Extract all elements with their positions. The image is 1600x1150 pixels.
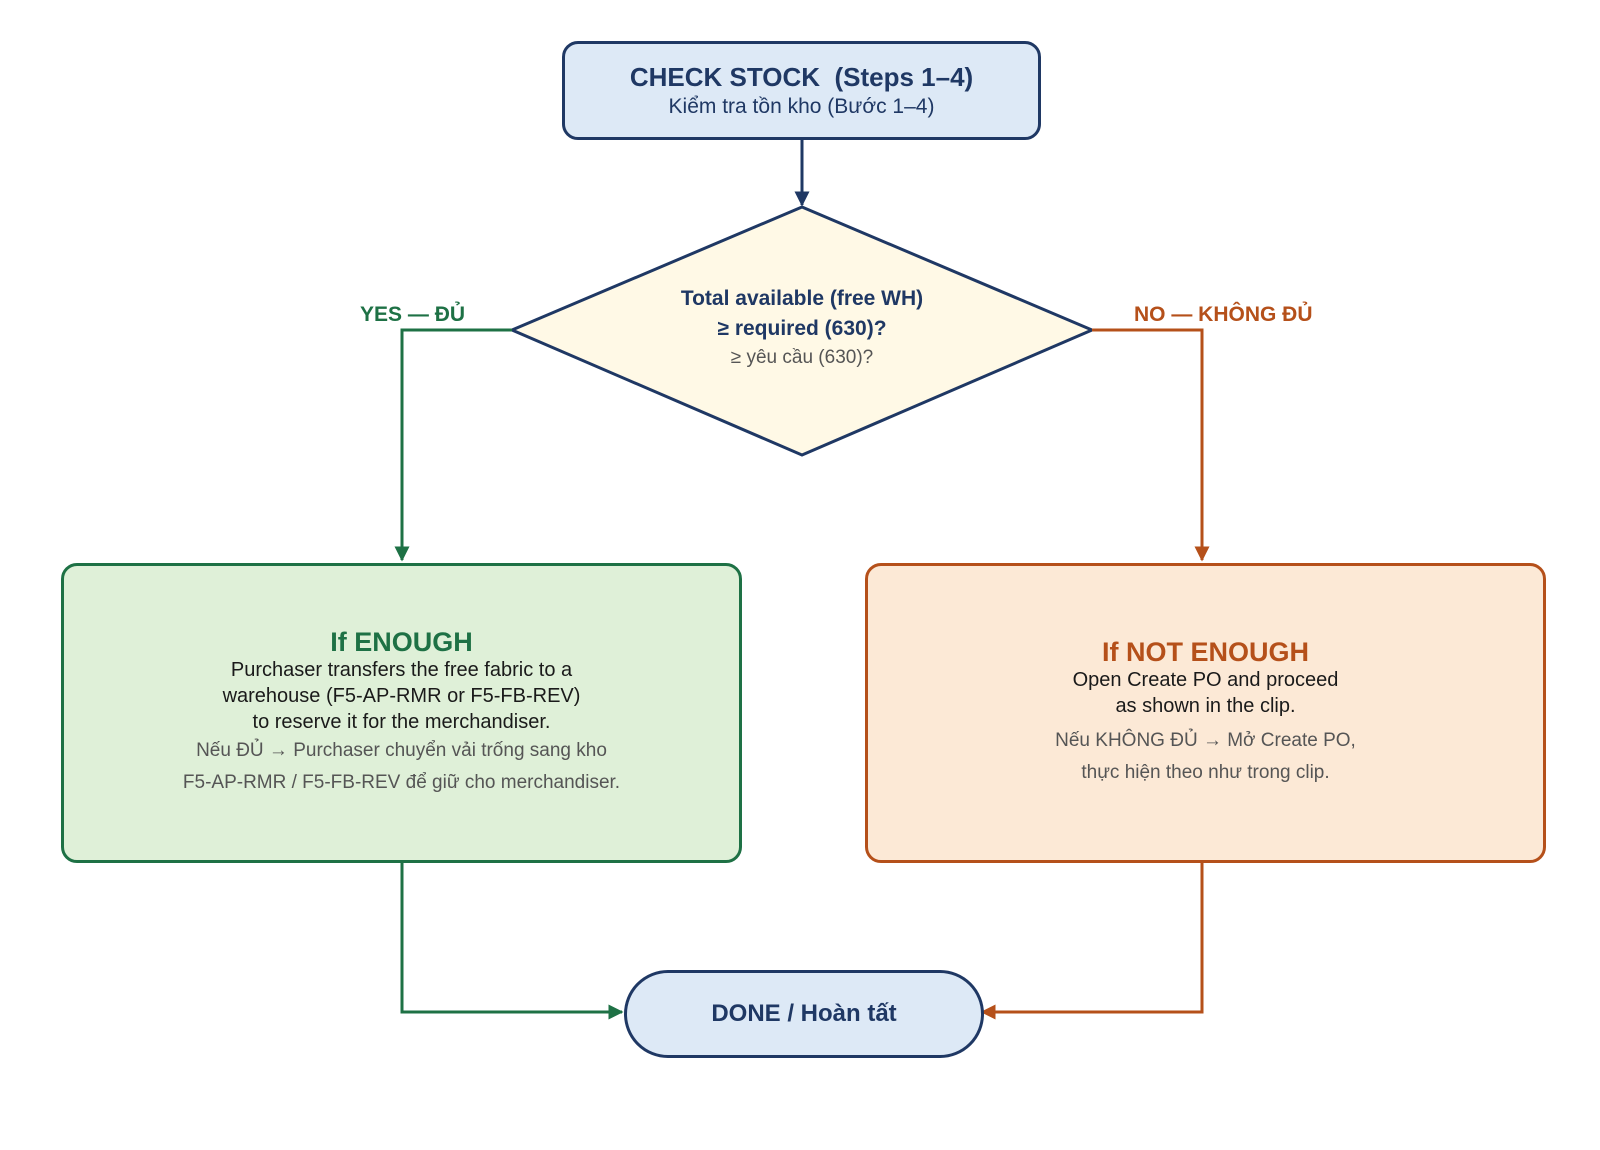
- decision-text: Total available (free WH) ≥ required (63…: [612, 278, 992, 378]
- check-stock-subtitle: Kiểm tra tồn kho (Bước 1–4): [668, 94, 935, 118]
- arrow-enough-to-done: [400, 861, 624, 1020]
- arrow-no-branch: [1092, 328, 1210, 562]
- check-stock-box: CHECK STOCK (Steps 1–4) Kiểm tra tồn kho…: [562, 41, 1041, 140]
- not-enough-title: If NOT ENOUGH: [1102, 637, 1309, 667]
- not-enough-box: If NOT ENOUGH Open Create PO and proceed…: [865, 563, 1546, 863]
- decision-line-3: ≥ yêu cầu (630)?: [730, 347, 874, 368]
- enough-body-line-2: warehouse (F5-AP-RMR or F5-FB-REV): [222, 685, 581, 707]
- decision-line-2: ≥ required (630)?: [717, 317, 887, 340]
- not-enough-body-line-2: as shown in the clip.: [1115, 695, 1296, 717]
- check-stock-title: CHECK STOCK (Steps 1–4): [629, 61, 974, 92]
- no-branch-label: NO — KHÔNG ĐỦ: [1134, 303, 1313, 326]
- arrow-not-enough-to-done: [980, 861, 1204, 1020]
- enough-box: If ENOUGH Purchaser transfers the free f…: [61, 563, 742, 863]
- not-enough-note-line-1: Nếu KHÔNG ĐỦ → Mở Create PO,: [1055, 730, 1356, 751]
- not-enough-note-line-2: thực hiện theo như trong clip.: [1081, 762, 1330, 783]
- done-label: DONE / Hoàn tất: [711, 1000, 897, 1027]
- done-box: DONE / Hoàn tất: [624, 970, 984, 1058]
- yes-branch-label: YES — ĐỦ: [360, 303, 466, 326]
- decision-line-1: Total available (free WH): [680, 287, 924, 310]
- enough-title: If ENOUGH: [330, 627, 473, 657]
- enough-note-line-1: Nếu ĐỦ → Purchaser chuyển vải trống sang…: [196, 740, 607, 761]
- decision-diamond: [508, 205, 1096, 457]
- enough-note-line-2: F5-AP-RMR / F5-FB-REV để giữ cho merchan…: [182, 772, 621, 793]
- arrow-yes-branch: [394, 328, 512, 562]
- not-enough-body-line-1: Open Create PO and proceed: [1072, 669, 1339, 691]
- enough-body-line-1: Purchaser transfers the free fabric to a: [230, 659, 573, 681]
- enough-body-line-3: to reserve it for the merchandiser.: [252, 711, 551, 733]
